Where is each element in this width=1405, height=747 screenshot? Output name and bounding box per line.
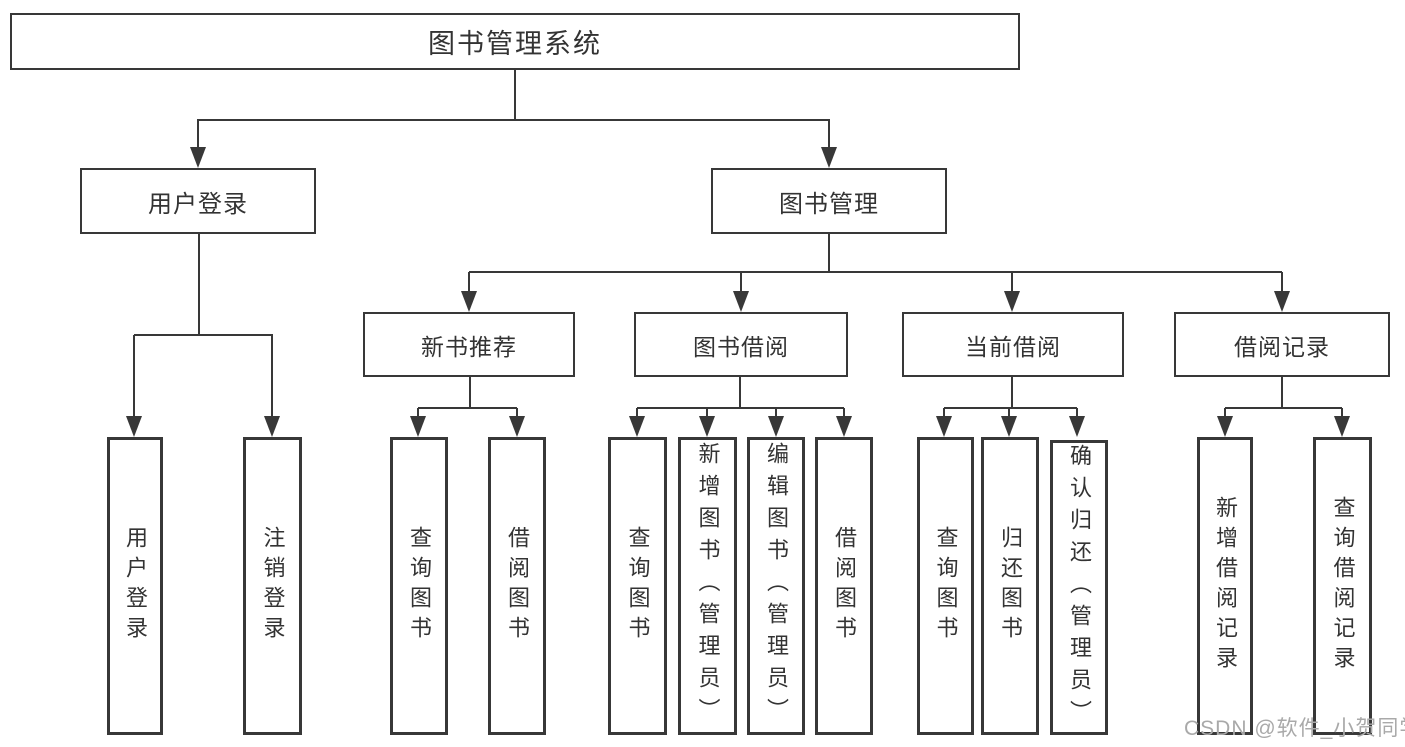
connector-line (516, 408, 518, 417)
arrowhead-down-icon (936, 416, 952, 437)
connector-line (739, 377, 741, 409)
arrowhead-down-icon (1001, 416, 1017, 437)
node-rec-query-book: 查询图书 (390, 437, 448, 735)
connector-line (1224, 408, 1226, 417)
connector-line (1008, 408, 1010, 417)
arrowhead-down-icon (1217, 416, 1233, 437)
connector-line (1225, 407, 1342, 409)
node-user-login-leaf: 用户登录 (107, 437, 163, 735)
connector-line (134, 334, 273, 336)
node-bb-borrow-book: 借阅图书 (815, 437, 873, 735)
connector-line (706, 408, 708, 417)
node-logout-label: 注销登录 (260, 526, 286, 646)
node-bb-add-book-admin: 新增图书（管理员） (678, 437, 737, 735)
arrowhead-down-icon (461, 291, 477, 312)
node-current-borrow: 当前借阅 (902, 312, 1124, 377)
node-book-mgmt-label: 图书管理 (779, 190, 879, 218)
arrowhead-down-icon (1069, 416, 1085, 437)
node-bb-add-book-admin-label: 新增图书（管理员） (695, 442, 721, 730)
connector-line (843, 408, 845, 417)
node-rec-borrow-book: 借阅图书 (488, 437, 546, 735)
node-br-query-record: 查询借阅记录 (1313, 437, 1372, 735)
node-rec-query-book-label: 查询图书 (407, 526, 432, 646)
arrowhead-down-icon (264, 416, 280, 437)
arrowhead-down-icon (733, 291, 749, 312)
connector-line (828, 119, 830, 149)
connector-line (828, 234, 830, 273)
arrowhead-down-icon (768, 416, 784, 437)
node-cb-query-book-label: 查询图书 (933, 526, 959, 646)
arrowhead-down-icon (1004, 291, 1020, 312)
node-cb-confirm-return-admin-label: 确认归还（管理员） (1067, 443, 1092, 732)
arrowhead-down-icon (836, 416, 852, 437)
arrowhead-down-icon (1334, 416, 1350, 437)
connector-line (775, 408, 777, 417)
connector-line (943, 408, 945, 417)
connector-line (1281, 377, 1283, 409)
node-cb-return-book-label: 归还图书 (998, 526, 1023, 646)
node-new-book-rec-label: 新书推荐 (421, 333, 517, 360)
node-bb-edit-book-admin: 编辑图书（管理员） (747, 437, 805, 735)
connector-line (514, 70, 516, 120)
node-cb-query-book: 查询图书 (917, 437, 974, 735)
node-br-add-record-label: 新增借阅记录 (1213, 496, 1238, 676)
connector-line (1011, 272, 1013, 292)
node-cb-confirm-return-admin: 确认归还（管理员） (1050, 440, 1108, 735)
connector-line (271, 335, 273, 417)
node-root-label: 图书管理系统 (428, 29, 602, 59)
node-user-login: 用户登录 (80, 168, 316, 234)
node-borrow-record-label: 借阅记录 (1234, 333, 1330, 360)
connector-line (133, 335, 135, 417)
arrowhead-down-icon (509, 416, 525, 437)
node-br-query-record-label: 查询借阅记录 (1330, 496, 1356, 676)
connector-line (469, 271, 1282, 273)
node-user-login-leaf-label: 用户登录 (123, 526, 148, 646)
connector-line (944, 407, 1077, 409)
arrowhead-down-icon (629, 416, 645, 437)
node-bb-query-book-label: 查询图书 (625, 526, 651, 646)
node-root: 图书管理系统 (10, 13, 1020, 70)
connector-line (417, 408, 419, 417)
connector-line (418, 407, 517, 409)
node-br-add-record: 新增借阅记录 (1197, 437, 1253, 735)
connector-line (637, 407, 844, 409)
node-new-book-rec: 新书推荐 (363, 312, 575, 377)
node-current-borrow-label: 当前借阅 (965, 333, 1061, 360)
watermark: CSDN @软件_小贺同学 (1184, 717, 1405, 740)
node-borrow-record: 借阅记录 (1174, 312, 1390, 377)
node-user-login-label: 用户登录 (148, 190, 248, 218)
arrowhead-down-icon (821, 147, 837, 168)
connector-line (1341, 408, 1343, 417)
connector-line (197, 119, 199, 149)
node-bb-query-book: 查询图书 (608, 437, 667, 735)
node-book-borrow-label: 图书借阅 (693, 333, 789, 360)
connector-line (198, 119, 830, 121)
node-book-mgmt: 图书管理 (711, 168, 947, 234)
arrowhead-down-icon (699, 416, 715, 437)
connector-line (740, 272, 742, 292)
connector-line (469, 377, 471, 409)
arrowhead-down-icon (126, 416, 142, 437)
connector-line (468, 272, 470, 292)
connector-line (1011, 377, 1013, 409)
node-rec-borrow-book-label: 借阅图书 (505, 526, 530, 646)
connector-line (198, 234, 200, 336)
connector-line (1281, 272, 1283, 292)
node-book-borrow: 图书借阅 (634, 312, 848, 377)
connector-line (636, 408, 638, 417)
node-bb-borrow-book-label: 借阅图书 (832, 526, 857, 646)
arrowhead-down-icon (1274, 291, 1290, 312)
connector-line (1076, 408, 1078, 417)
arrowhead-down-icon (190, 147, 206, 168)
arrowhead-down-icon (410, 416, 426, 437)
node-bb-edit-book-admin-label: 编辑图书（管理员） (764, 442, 789, 730)
node-cb-return-book: 归还图书 (981, 437, 1039, 735)
node-logout: 注销登录 (243, 437, 302, 735)
